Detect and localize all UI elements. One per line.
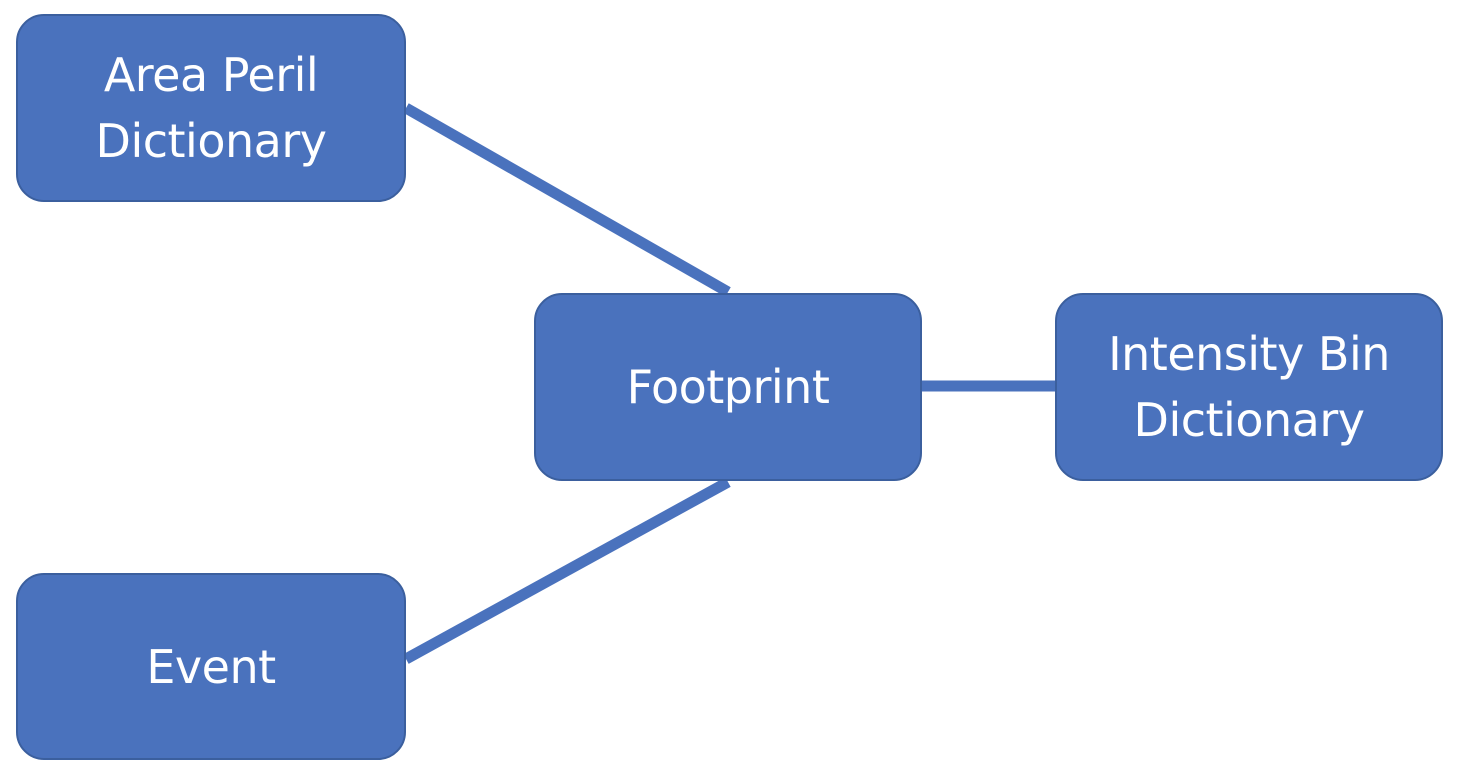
node-intensity-bin-dictionary: Intensity Bin Dictionary — [1055, 293, 1443, 481]
node-area-peril-dictionary-label: Area Peril Dictionary — [95, 48, 327, 168]
node-footprint: Footprint — [534, 293, 922, 481]
node-area-peril-dictionary: Area Peril Dictionary — [16, 14, 406, 202]
node-footprint-label: Footprint — [626, 360, 830, 414]
node-event-label: Event — [146, 639, 276, 694]
node-event: Event — [16, 573, 406, 760]
connector-event-to-footprint — [403, 477, 731, 664]
connector-area-peril-to-footprint — [403, 103, 731, 297]
node-intensity-bin-dictionary-label: Intensity Bin Dictionary — [1108, 327, 1390, 447]
